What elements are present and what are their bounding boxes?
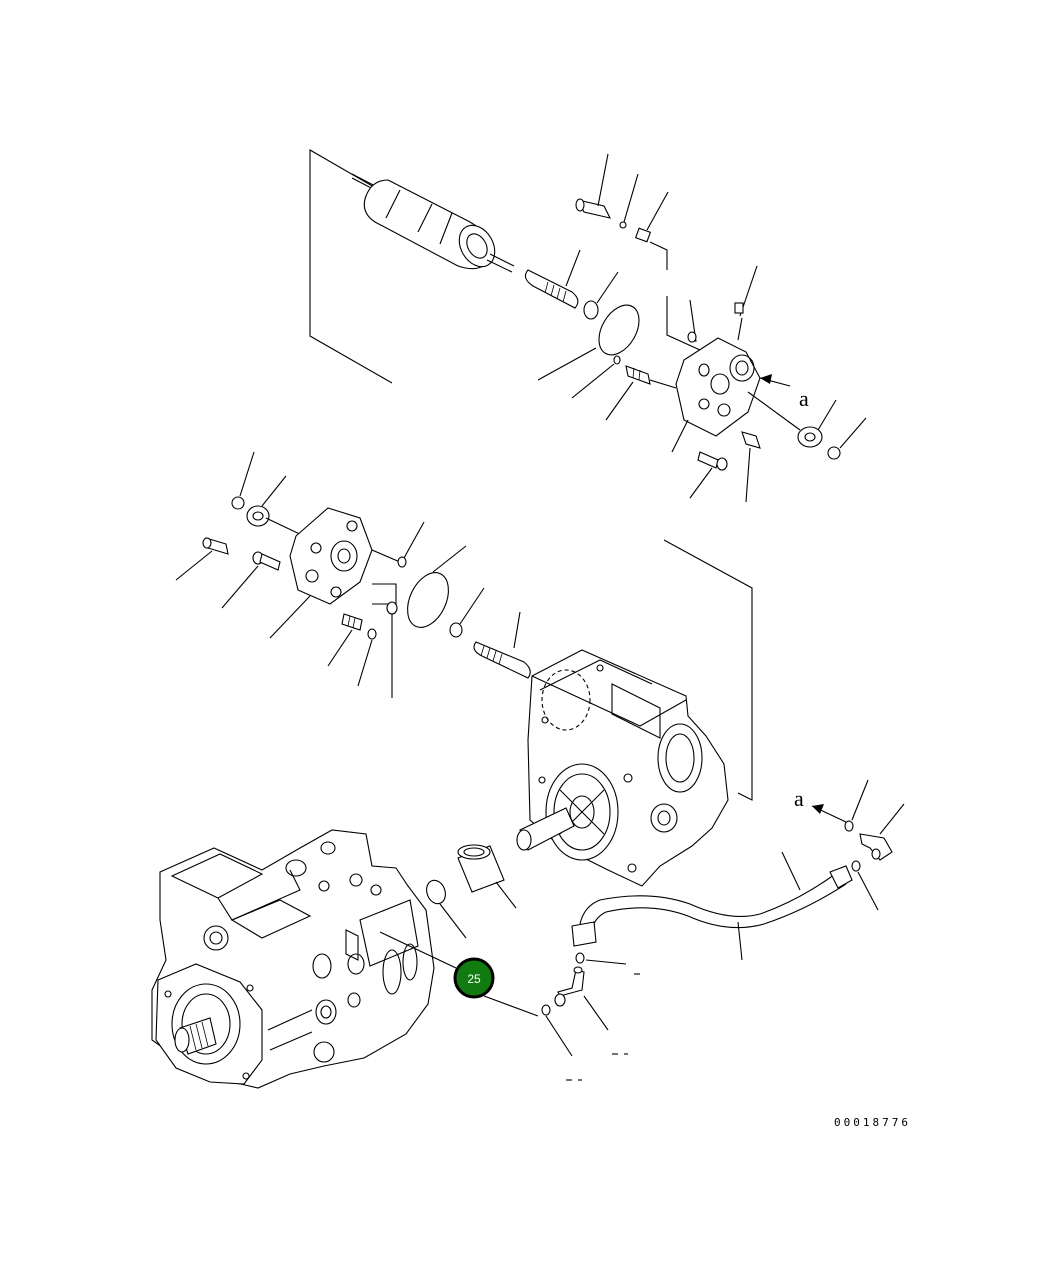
upper-assembly: a bbox=[309, 149, 867, 503]
spool bbox=[524, 249, 581, 309]
o-ring bbox=[583, 300, 599, 320]
adjuster-screw bbox=[605, 365, 651, 421]
bolt bbox=[221, 551, 281, 609]
plug bbox=[575, 153, 612, 219]
o-ring-large bbox=[598, 304, 640, 356]
callout-circle[interactable] bbox=[453, 957, 495, 999]
complete-pump bbox=[151, 829, 457, 1089]
bolt bbox=[689, 451, 728, 499]
sleeve bbox=[741, 431, 761, 503]
pump-case bbox=[516, 539, 753, 887]
view-arrow-upper: a bbox=[759, 374, 809, 411]
reference-number: 00018776 bbox=[834, 1116, 911, 1129]
callout-leader bbox=[483, 995, 539, 1017]
view-letter-upper: a bbox=[799, 386, 809, 411]
elbow-fitting bbox=[554, 966, 609, 1031]
view-letter-lower: a bbox=[794, 786, 804, 811]
callout-25[interactable]: 25 bbox=[453, 957, 495, 999]
washer bbox=[246, 505, 270, 527]
spool-lower bbox=[473, 611, 531, 679]
bearing bbox=[457, 844, 517, 909]
nut bbox=[827, 446, 841, 460]
o-ring-large bbox=[407, 572, 449, 628]
ball bbox=[619, 221, 627, 229]
washer bbox=[797, 426, 823, 448]
valve-housing bbox=[675, 265, 761, 437]
callout-label: 25 bbox=[467, 972, 481, 986]
o-ring bbox=[426, 879, 446, 905]
adjuster-screw bbox=[327, 613, 363, 667]
solenoid-cylinder bbox=[351, 173, 515, 273]
sleeve bbox=[175, 537, 229, 581]
valve-housing-lower bbox=[289, 507, 373, 605]
right-fittings: a bbox=[794, 779, 905, 911]
nut bbox=[231, 496, 245, 510]
hose bbox=[571, 851, 853, 961]
fitting bbox=[634, 191, 669, 243]
middle-left-assembly bbox=[175, 451, 531, 698]
